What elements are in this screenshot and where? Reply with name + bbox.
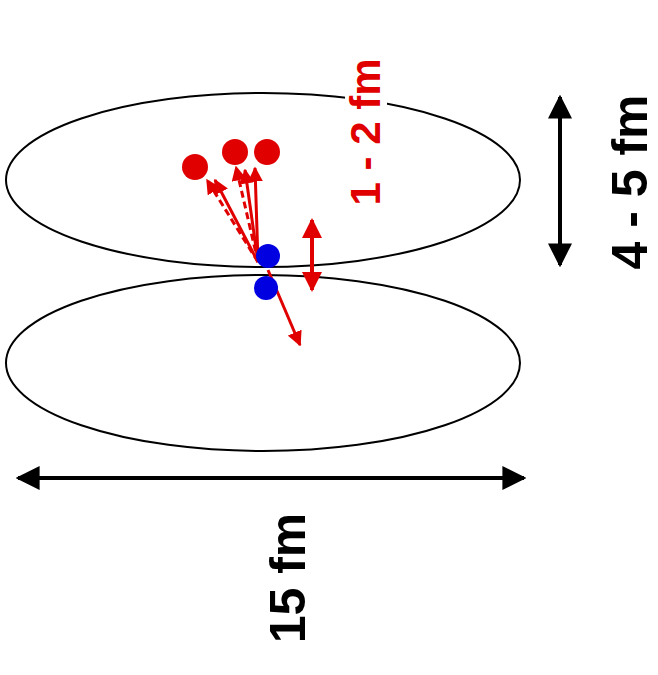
dimension-arrow xyxy=(18,476,524,480)
dimension-label: 4 - 5 fm xyxy=(605,91,655,272)
dimension-arrow xyxy=(558,97,562,265)
particle-tracks xyxy=(207,167,300,345)
particle-dots xyxy=(182,139,280,300)
nucleus-outline xyxy=(6,93,520,267)
dimension-label: 1 - 2 fm xyxy=(345,55,387,208)
dimension-label: 15 fm xyxy=(263,510,313,647)
dimension-arrow xyxy=(310,220,314,290)
nucleus-outline xyxy=(6,275,520,451)
